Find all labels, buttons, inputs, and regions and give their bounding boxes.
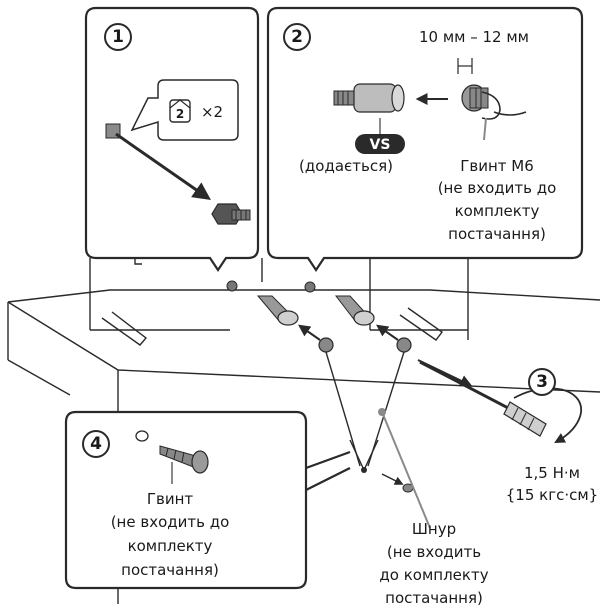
cord-knot-icon <box>349 439 379 473</box>
assembly-hardware <box>226 280 583 529</box>
right-screw-icon <box>396 337 412 353</box>
step-2-badge: 2 <box>283 23 311 51</box>
right-spacer-icon <box>334 295 375 326</box>
cord-label: Шнур (не входить до комплекту постачання… <box>379 520 488 607</box>
vs-badge-label: VS <box>370 137 391 153</box>
m6-screw-note-3: постачання) <box>448 225 546 243</box>
vs-included-label: (додається) <box>299 157 393 175</box>
part-quantity: ×2 <box>201 103 223 121</box>
part-box-number: 2 <box>176 107 184 121</box>
step-1-number: 1 <box>112 27 124 47</box>
step-4-note-2: комплекту <box>128 537 213 555</box>
cord-note-3: постачання) <box>385 589 483 607</box>
step-3-badge: 3 <box>528 368 556 396</box>
cord-note-2: до комплекту <box>379 566 488 584</box>
cord-title: Шнур <box>412 520 456 538</box>
step-4-note-1: (не входить до <box>111 513 230 531</box>
cord-leader <box>381 411 431 529</box>
step-1-badge: 1 <box>104 23 132 51</box>
left-cord <box>325 351 361 467</box>
left-hole-icon <box>226 280 238 292</box>
vs-badge: VS <box>355 134 405 154</box>
dimension-label: 10 мм – 12 мм <box>419 28 529 46</box>
panel-step-2: 2 10 мм – 12 мм <box>266 6 584 272</box>
panel-step-4: 4 Гвинт (не входить до комплекту постача… <box>64 410 351 590</box>
step-3-number: 3 <box>536 372 548 392</box>
insert-arrow <box>115 132 211 201</box>
m6-screw-note-2: комплекту <box>455 202 540 220</box>
bolt-icon <box>211 203 251 225</box>
screwdriver-icon <box>417 359 583 444</box>
m6-screw-title: Гвинт M6 <box>460 157 534 175</box>
torque-value-nm: 1,5 Н·м <box>524 464 580 482</box>
right-hole-icon <box>304 281 316 293</box>
wall-screw-icon <box>381 473 414 493</box>
step-2-number: 2 <box>291 27 303 47</box>
step-4-badge: 4 <box>82 430 110 458</box>
cord-note-1: (не входить <box>387 543 481 561</box>
left-spacer-icon <box>256 295 299 326</box>
m6-screw-icon <box>461 84 527 141</box>
m6-screw-note-1: (не входить до <box>438 179 557 197</box>
vs-spacer-icon <box>333 83 405 113</box>
step-4-note-3: постачання) <box>121 561 219 579</box>
dimension-marks <box>457 58 473 74</box>
step-4-screw-title: Гвинт <box>147 490 194 508</box>
step-4-number: 4 <box>90 434 102 454</box>
torque-value-kgfcm: {15 кгс·см} <box>506 486 598 504</box>
quantity-callout: 2 ×2 <box>130 79 239 141</box>
panel-step-1: 1 2 ×2 <box>84 6 260 272</box>
wood-screw-icon <box>135 430 209 474</box>
left-screw-icon <box>318 337 334 353</box>
